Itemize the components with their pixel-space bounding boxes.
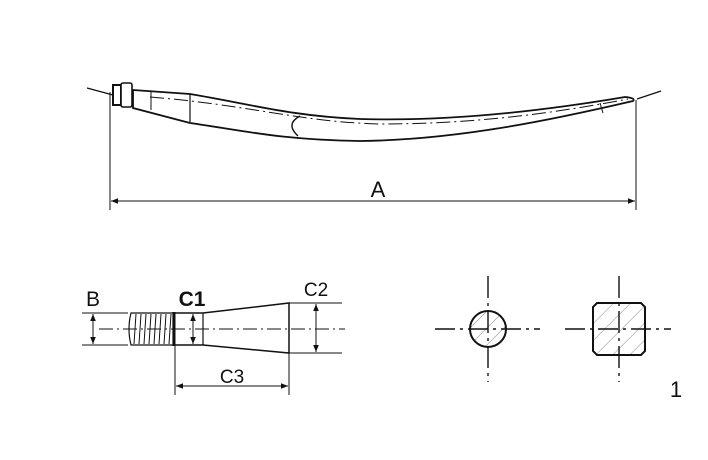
tine-side-view [86,82,662,142]
square-cross-section [565,276,671,382]
dimension-a [109,92,637,210]
shank-detail [82,302,345,395]
figure-number: 1 [670,377,682,402]
label-b: B [86,288,100,311]
label-c2: C2 [304,280,328,301]
label-c1: C1 [179,288,206,311]
label-a: A [371,177,386,202]
label-c3: C3 [220,367,244,388]
round-cross-section [435,276,540,382]
